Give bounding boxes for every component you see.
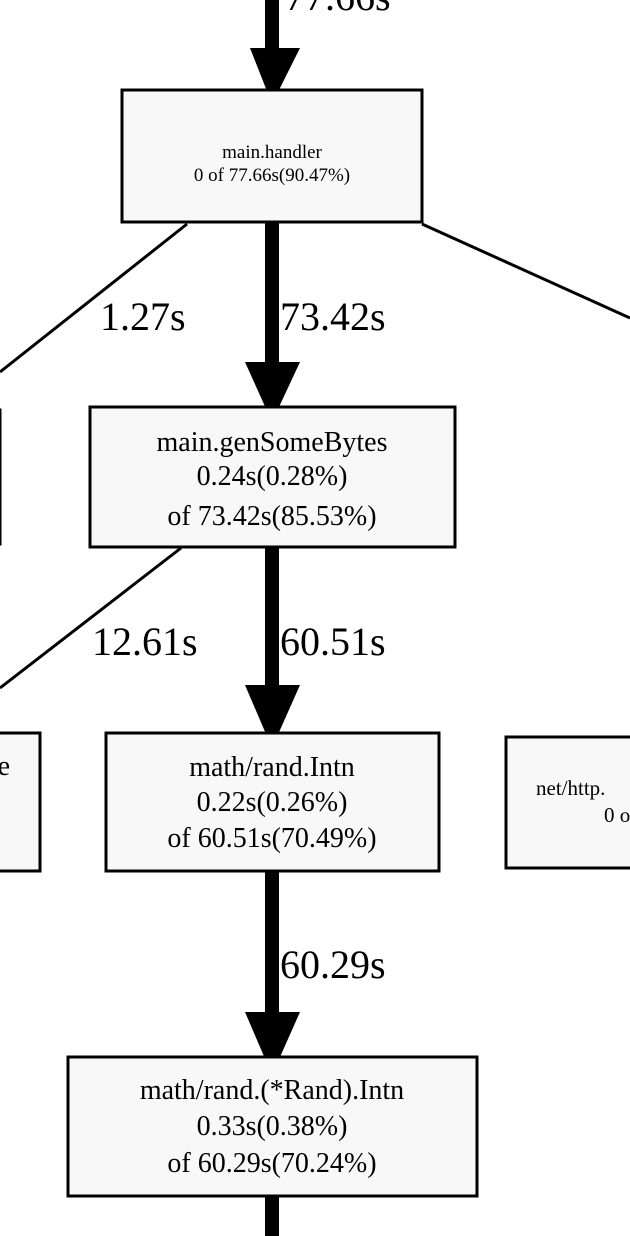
node-name: main.handler [222,142,322,163]
edge-label: 77.66s [285,0,391,19]
node-name: math/rand.Intn [189,752,355,783]
edge-handler-right[interactable] [421,222,630,320]
edge-gensomebytes-intn[interactable]: 60.51s [245,547,386,748]
node-partial-left[interactable]: e [0,731,42,873]
edge-intn-randintn[interactable]: 60.29s [245,871,386,1075]
node-name: math/rand.(*Rand).Intn [140,1075,404,1106]
node-stats: 0 o [604,803,630,827]
node-cum: of 60.29s(70.24%) [167,1148,376,1179]
edge-handler-left[interactable]: 1.27s [0,222,188,374]
node-name-fragment: e [0,751,10,782]
node-name: net/http. [536,776,605,800]
edge-gensomebytes-left[interactable]: 12.61s [0,546,198,690]
node-cum: of 60.51s(70.49%) [167,823,376,854]
node-name: main.genSomeBytes [157,427,388,458]
node-math-rand-intn[interactable]: math/rand.Intn 0.22s(0.26%) of 60.51s(70… [104,731,441,873]
node-flat: 0.33s(0.38%) [197,1111,348,1142]
edge-label: 73.42s [280,294,386,339]
node-main-gensomebytes[interactable]: main.genSomeBytes 0.24s(0.28%) of 73.42s… [88,405,457,549]
node-net-http-partial[interactable]: net/http. 0 o [504,735,630,870]
edge-label: 1.27s [100,294,186,339]
node-stats: 0 of 77.66s(90.47%) [194,165,350,186]
edge-label: 12.61s [92,619,198,664]
edge-label: 60.29s [280,942,386,987]
node-flat: 0.22s(0.26%) [197,787,348,818]
node-math-rand-rand-intn[interactable]: math/rand.(*Rand).Intn 0.33s(0.38%) of 6… [66,1055,479,1198]
edge-into-handler[interactable]: 77.66s [250,0,391,104]
edge-handler-gensomebytes[interactable]: 73.42s [245,222,386,422]
edge-label: 60.51s [280,619,386,664]
node-flat: 0.24s(0.28%) [197,461,348,492]
node-main-handler[interactable]: main.handler 0 of 77.66s(90.47%) [120,88,424,224]
node-cum: of 73.42s(85.53%) [167,501,376,532]
